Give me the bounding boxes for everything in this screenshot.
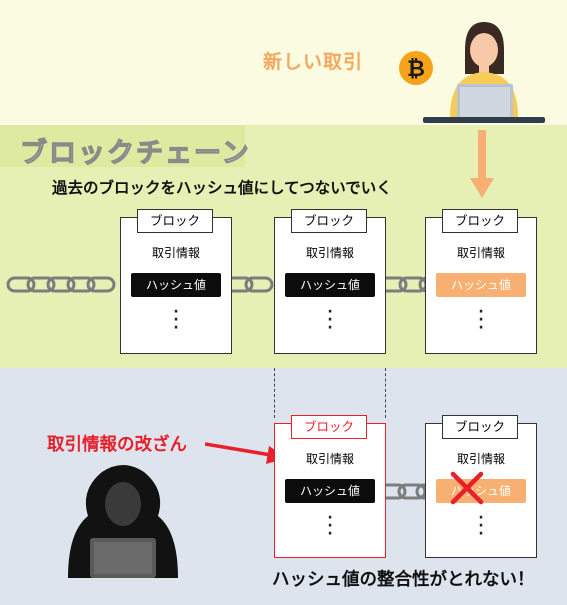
block-header: ブロック [442,209,518,233]
block-3: ブロック 取引情報 ハッシュ値 ··· [425,209,537,354]
new-transaction-label: 新しい取引 [263,51,364,73]
block-header: ブロック [137,209,213,233]
block-header: ブロック [442,415,518,439]
block-info: 取引情報 [305,452,354,466]
block-info: 取引情報 [151,246,200,260]
tampered-block: ブロック 取引情報 ハッシュ値 ··· [274,415,386,558]
block-hash: ハッシュ値 [131,273,221,297]
caption: 過去のブロックをハッシュ値にしてつないでいく [52,179,392,197]
block-info: 取引情報 [456,452,505,466]
block-hash: ハッシュ値 [285,479,375,503]
block-2: ブロック 取引情報 ハッシュ値 ··· [274,209,386,354]
dashed-guide [385,368,386,418]
blockchain-title: ブロックチェーン [19,137,251,169]
block-dots: ··· [478,304,484,336]
block-header: ブロック [291,415,367,439]
block-dots: ··· [478,510,484,542]
block-1: ブロック 取引情報 ハッシュ値 ··· [120,209,232,354]
arrow-down-icon [470,130,494,198]
block-header: ブロック [291,209,367,233]
cross-mark-icon [450,471,484,505]
bitcoin-icon: ₿ [399,51,433,85]
block-info: 取引情報 [305,246,354,260]
conclusion-text: ハッシュ値の整合性がとれない！ [272,570,535,590]
blockchain-title-bg [0,125,245,167]
block-info: 取引情報 [456,246,505,260]
tamper-label: 取引情報の改ざん [47,435,187,455]
block-hash: ハッシュ値 [436,273,526,297]
block-dots: ··· [327,510,333,542]
block-dots: ··· [173,304,179,336]
hacker-icon [68,465,178,578]
svg-text:₿: ₿ [407,57,425,82]
dashed-guide [274,368,275,418]
block-hash: ハッシュ値 [285,273,375,297]
block-dots: ··· [327,304,333,336]
person-laptop-icon [423,22,545,123]
